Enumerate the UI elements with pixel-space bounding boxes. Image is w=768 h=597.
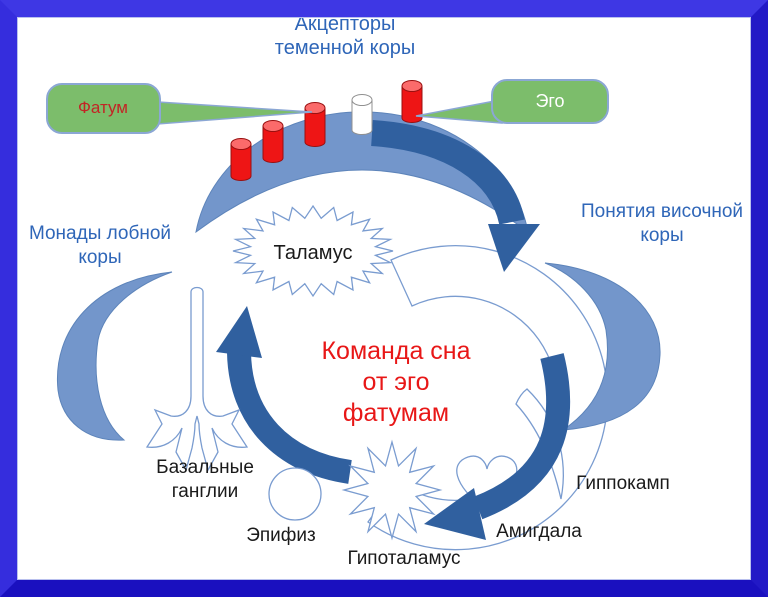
frontal-cortex-label: Монады лобной коры: [28, 223, 172, 268]
temporal-cortex-label: Понятия височной коры: [580, 201, 744, 246]
cycle-ring-shape: [367, 245, 609, 551]
amygdala-label: Амигдала: [496, 521, 582, 542]
basal-ganglia-shape: [145, 286, 249, 472]
white-acceptor-cylinder: [351, 94, 373, 135]
red-acceptor-cylinder: [401, 80, 423, 123]
red-acceptor-cylinder: [230, 138, 252, 181]
center-message: Команда сна от эго фатумам: [321, 337, 471, 427]
hypothalamus-star-shape: [341, 439, 443, 541]
ego-callout-shape: [415, 79, 609, 124]
fatum-callout-shape: [46, 83, 313, 134]
red-acceptor-cylinder: [262, 120, 284, 163]
temporal-crescent-shape: [544, 262, 661, 431]
arrow-ego-to-cycle: [371, 120, 540, 272]
thalamus-label: Таламус: [273, 242, 353, 264]
red-acceptor-cylinder: [304, 102, 326, 147]
epiphysis-circle-shape: [268, 467, 322, 521]
basal-ganglia-label: Базальные ганглии: [156, 457, 254, 502]
hippocampus-label: Гиппокамп: [576, 473, 670, 494]
arrowhead-down-icon: [488, 224, 540, 272]
thalamus-starburst-shape: [232, 204, 394, 298]
arrowhead-left-icon: [424, 488, 486, 540]
diagram-title: Акцепторы теменной коры: [275, 12, 415, 60]
hypothalamus-label: Гипоталамус: [347, 548, 461, 569]
title-line2: теменной коры: [274, 37, 416, 59]
epiphysis-label: Эпифиз: [246, 525, 316, 546]
fatum-callout-label: Фатум: [78, 98, 128, 117]
arrowhead-up-icon: [216, 306, 262, 358]
ego-callout-label: Эго: [535, 91, 565, 111]
arrow-cycle-bottom-left: [424, 353, 571, 540]
title-line1: Акцепторы: [294, 13, 396, 35]
arrow-cycle-up-left: [216, 306, 353, 484]
frontal-crescent-shape: [56, 271, 173, 441]
acceptor-cylinders: [230, 80, 423, 181]
